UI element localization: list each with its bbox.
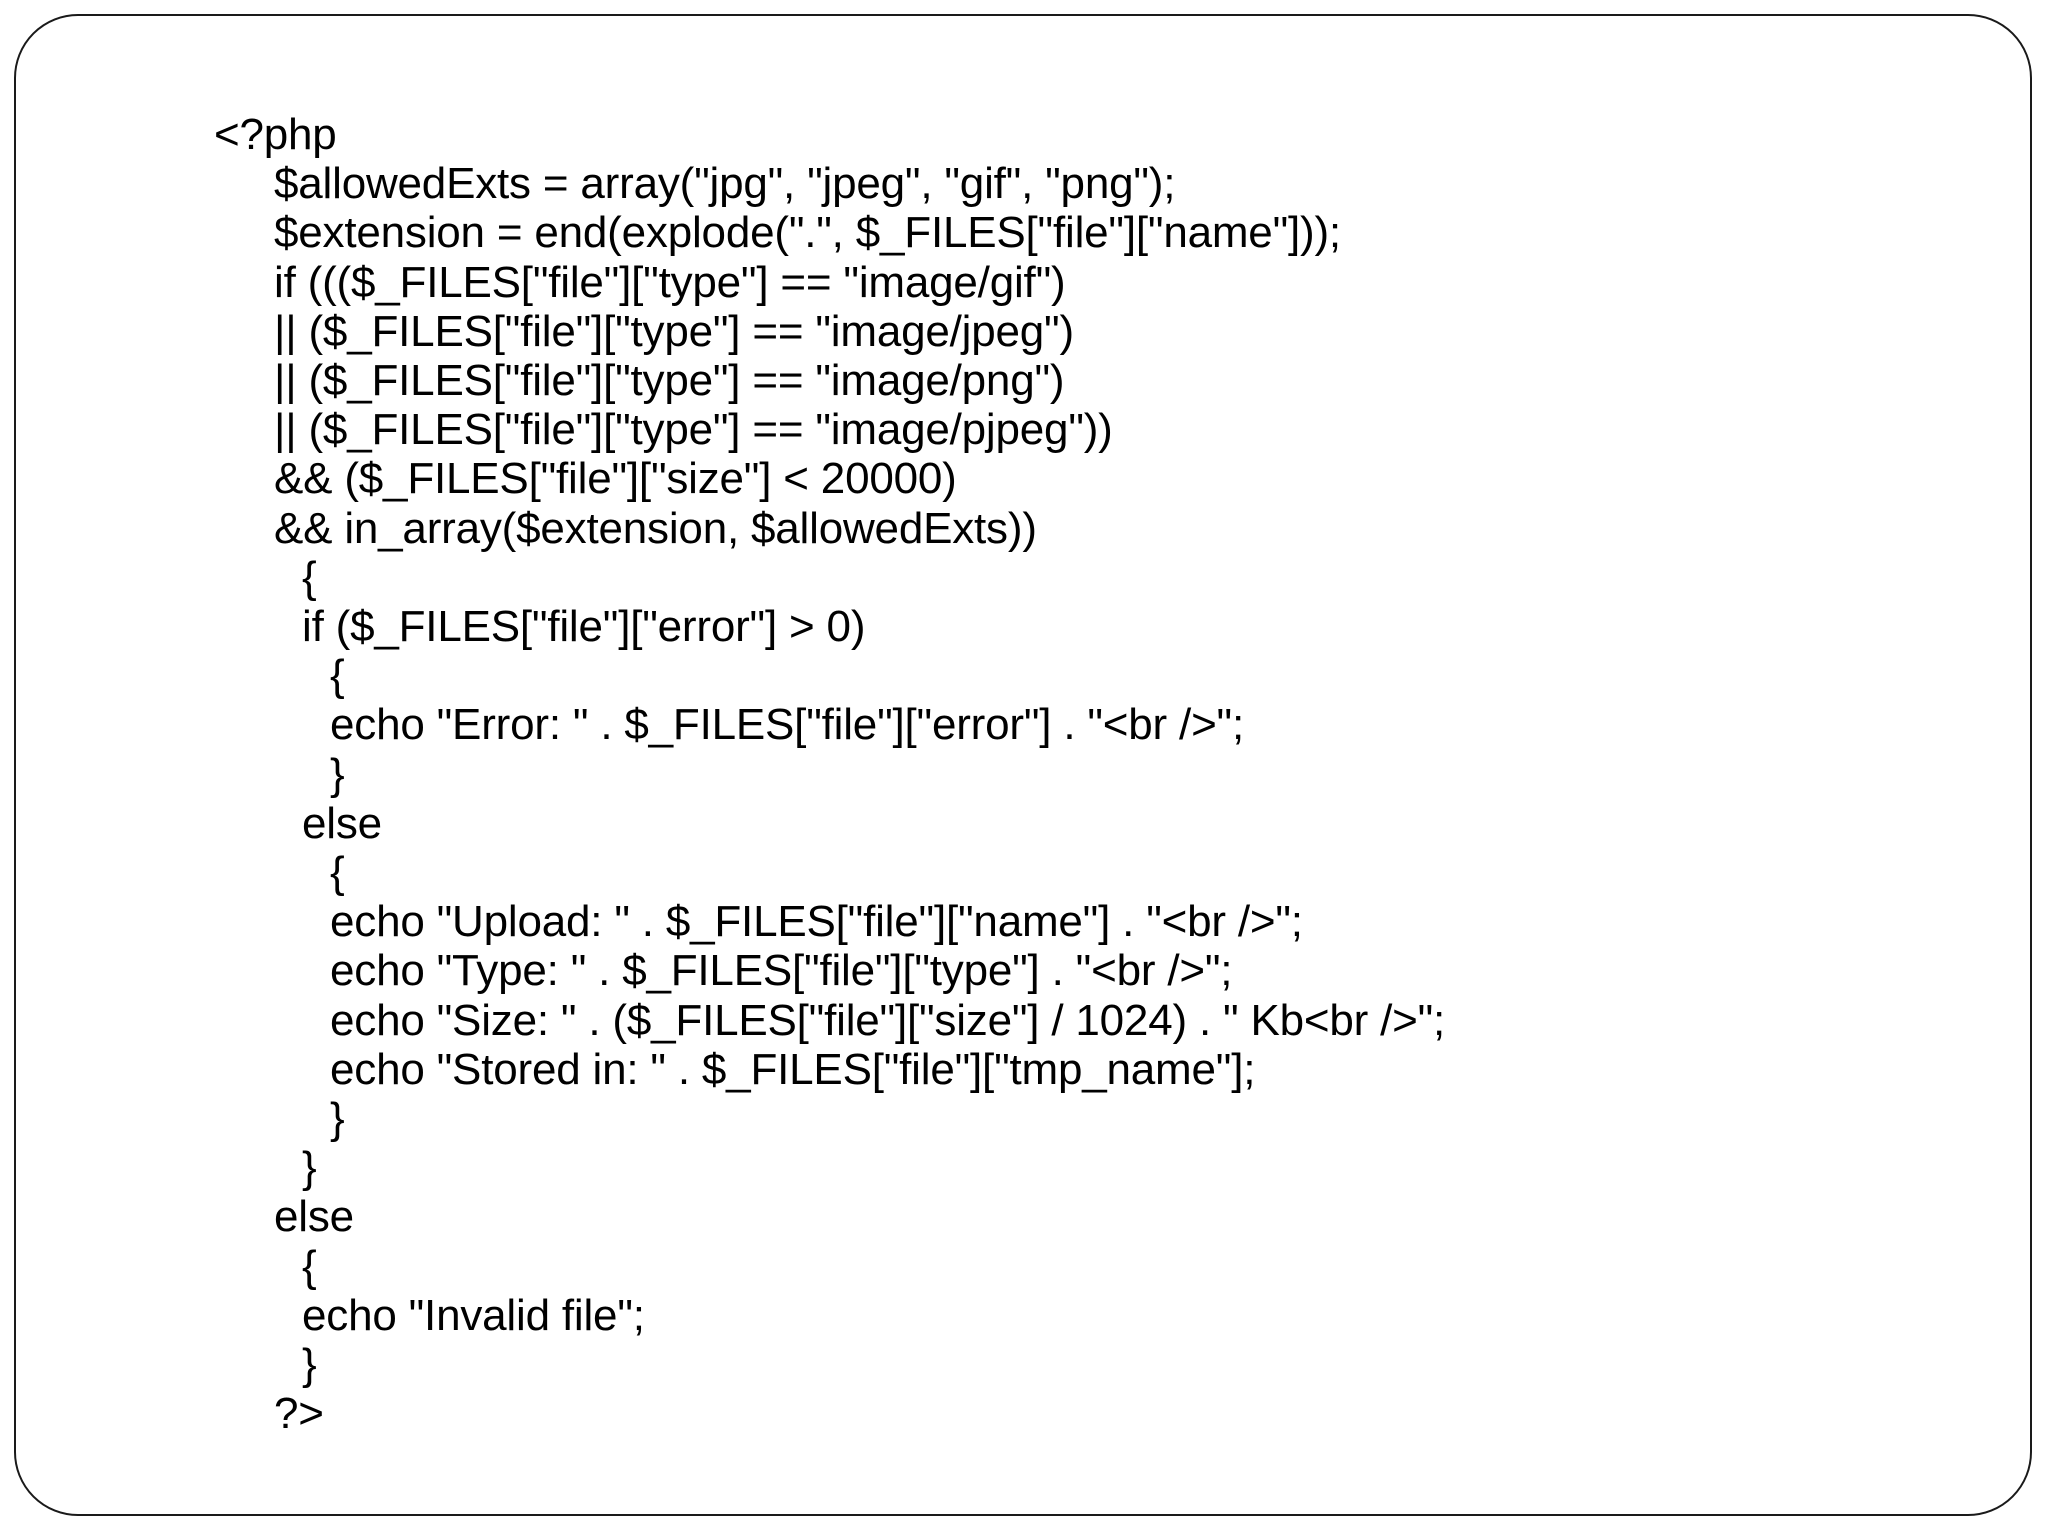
code-line: } bbox=[302, 1340, 317, 1389]
code-line: echo "Error: " . $_FILES["file"]["error"… bbox=[330, 700, 1245, 750]
code-line: } bbox=[302, 1143, 317, 1193]
code-line: || ($_FILES["file"]["type"] == "image/jp… bbox=[274, 306, 1074, 356]
code-line: <?php bbox=[214, 110, 337, 159]
code-line: { bbox=[330, 651, 345, 701]
code-line: $allowedExts = array("jpg", "jpeg", "gif… bbox=[274, 159, 1176, 209]
code-line: $extension = end(explode(".", $_FILES["f… bbox=[274, 208, 1341, 258]
slide-frame: <?php$allowedExts = array("jpg", "jpeg",… bbox=[14, 14, 2032, 1516]
code-line: else bbox=[302, 798, 382, 848]
code-line: if ($_FILES["file"]["error"] > 0) bbox=[302, 602, 866, 651]
code-line: echo "Stored in: " . $_FILES["file"]["tm… bbox=[330, 1044, 1256, 1094]
code-line: echo "Size: " . ($_FILES["file"]["size"]… bbox=[330, 995, 1446, 1045]
code-line: } bbox=[330, 749, 345, 799]
code-line: else bbox=[274, 1192, 354, 1242]
code-line: echo "Upload: " . $_FILES["file"]["name"… bbox=[330, 897, 1303, 947]
code-line: || ($_FILES["file"]["type"] == "image/pn… bbox=[274, 356, 1065, 405]
code-line: && ($_FILES["file"]["size"] < 20000) bbox=[274, 454, 957, 504]
code-line: { bbox=[302, 1241, 317, 1291]
code-line: echo "Type: " . $_FILES["file"]["type"] … bbox=[330, 946, 1233, 996]
code-line: ?> bbox=[274, 1389, 324, 1439]
php-code-block: <?php$allowedExts = array("jpg", "jpeg",… bbox=[16, 16, 2030, 1514]
code-line: echo "Invalid file"; bbox=[302, 1290, 645, 1340]
code-line: { bbox=[302, 552, 317, 602]
code-line: && in_array($extension, $allowedExts)) bbox=[274, 503, 1037, 553]
code-line: } bbox=[330, 1094, 345, 1143]
code-line: { bbox=[330, 848, 345, 897]
code-line: || ($_FILES["file"]["type"] == "image/pj… bbox=[274, 405, 1113, 455]
code-line: if ((($_FILES["file"]["type"] == "image/… bbox=[274, 257, 1066, 307]
